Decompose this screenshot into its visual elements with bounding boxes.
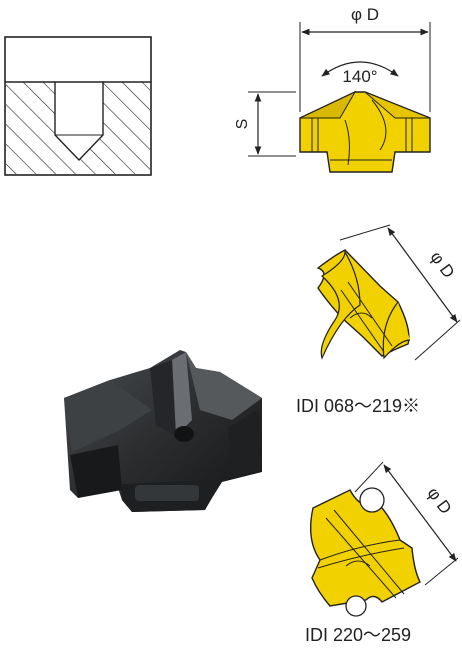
hole-cross-section <box>4 36 152 176</box>
insert-photo <box>64 350 262 512</box>
diameter-dimension-line-1 <box>387 227 458 323</box>
diameter-label-2: φ D <box>424 484 456 518</box>
insert-side-view: φ D 140° S <box>234 5 431 173</box>
diameter-label: φ D <box>351 5 379 24</box>
diameter-dimension-line-2 <box>383 464 457 562</box>
diameter-label-1: φ D <box>427 248 459 282</box>
insert-top-view-large: φ D IDI 220～259 <box>305 461 459 645</box>
caption-2: IDI 220～259 <box>305 625 411 645</box>
point-angle-label: 140° <box>342 67 377 86</box>
point-angle-arc <box>321 61 399 77</box>
depth-label: S <box>234 119 251 130</box>
insert-top-view-small: φ D IDI 068～219※ <box>296 224 461 416</box>
caption-1: IDI 068～219※ <box>296 396 420 416</box>
